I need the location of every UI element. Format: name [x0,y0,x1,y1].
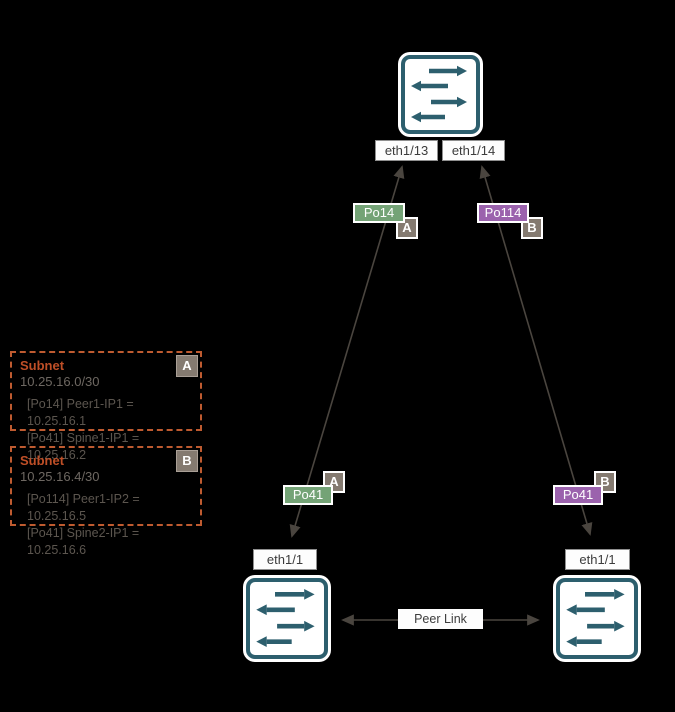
portchannel-label-po14: Po14 [353,203,405,223]
subnet-title: Subnet [20,358,65,373]
portchannel-label-po41-left: Po41 [283,485,333,505]
spine-switch [401,55,480,134]
subnet-callout-a: A Subnet 10.25.16.0/30 [Po14] Peer1-IP1 … [10,351,202,462]
link-line-left [289,165,405,538]
subnet-entry: [Po14] Peer1-IP1 = 10.25.16.1 [27,397,134,428]
subnet-entry: [Po41] Spine1-IP1 = 10.25.16.2 [27,430,140,462]
portchannel-label-po114: Po114 [477,203,529,223]
switch-arrows-icon [411,65,467,123]
subnet-callout-b: B Subnet 10.25.16.4/30 [Po114] Peer1-IP2… [10,446,202,557]
peer2-switch-right [556,578,638,659]
subnet-entry: [Po41] Spine2-IP1 = 10.25.16.6 [27,525,140,557]
switch-arrows-icon [566,588,625,647]
port-label-eth1-14: eth1/14 [442,140,505,161]
peer-link-label: Peer Link [398,609,483,629]
subnet-entry: [Po114] Peer1-IP2 = 10.25.16.5 [27,492,140,523]
link-line-right [479,165,593,536]
port-label-eth1-1-left: eth1/1 [253,549,317,570]
port-label-eth1-13: eth1/13 [375,140,438,161]
subnet-zone-badge-a: A [176,355,198,377]
subnet-zone-badge-b: B [176,450,198,472]
subnet-title: Subnet [20,453,65,468]
peer1-switch-left [246,578,328,659]
subnet-cidr: 10.25.16.0/30 [20,374,100,389]
subnet-cidr: 10.25.16.4/30 [20,469,100,484]
switch-arrows-icon [256,588,315,647]
port-label-eth1-1-right: eth1/1 [565,549,630,570]
portchannel-label-po41-right: Po41 [553,485,603,505]
